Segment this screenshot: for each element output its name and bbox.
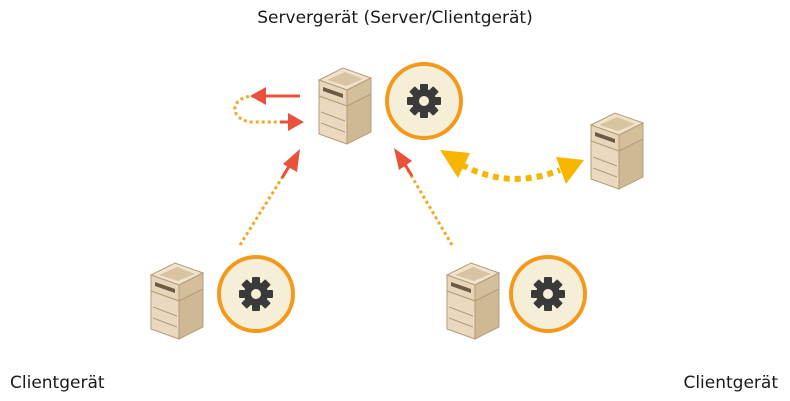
client-device-right — [446, 255, 587, 340]
client-device-left — [150, 255, 295, 340]
client-device-left-label: Clientgerät — [10, 373, 105, 393]
printer-icon — [150, 262, 204, 340]
gear-icon — [217, 255, 295, 333]
printer-icon — [446, 262, 500, 340]
server-self-loop-arrows — [233, 87, 304, 131]
server-device-label: Servergerät (Server/Clientgerät) — [257, 8, 533, 28]
printer-icon — [590, 112, 644, 190]
left-client-to-server-arrow — [238, 149, 300, 246]
remote-device — [590, 112, 644, 190]
printer-icon — [318, 67, 372, 145]
gear-icon — [385, 62, 463, 140]
gear-icon — [509, 255, 587, 333]
remote-device-bidirectional-arrow — [440, 150, 584, 184]
server-device — [318, 62, 463, 145]
right-client-to-server-arrow — [394, 148, 454, 246]
client-device-right-label: Clientgerät — [683, 373, 778, 393]
